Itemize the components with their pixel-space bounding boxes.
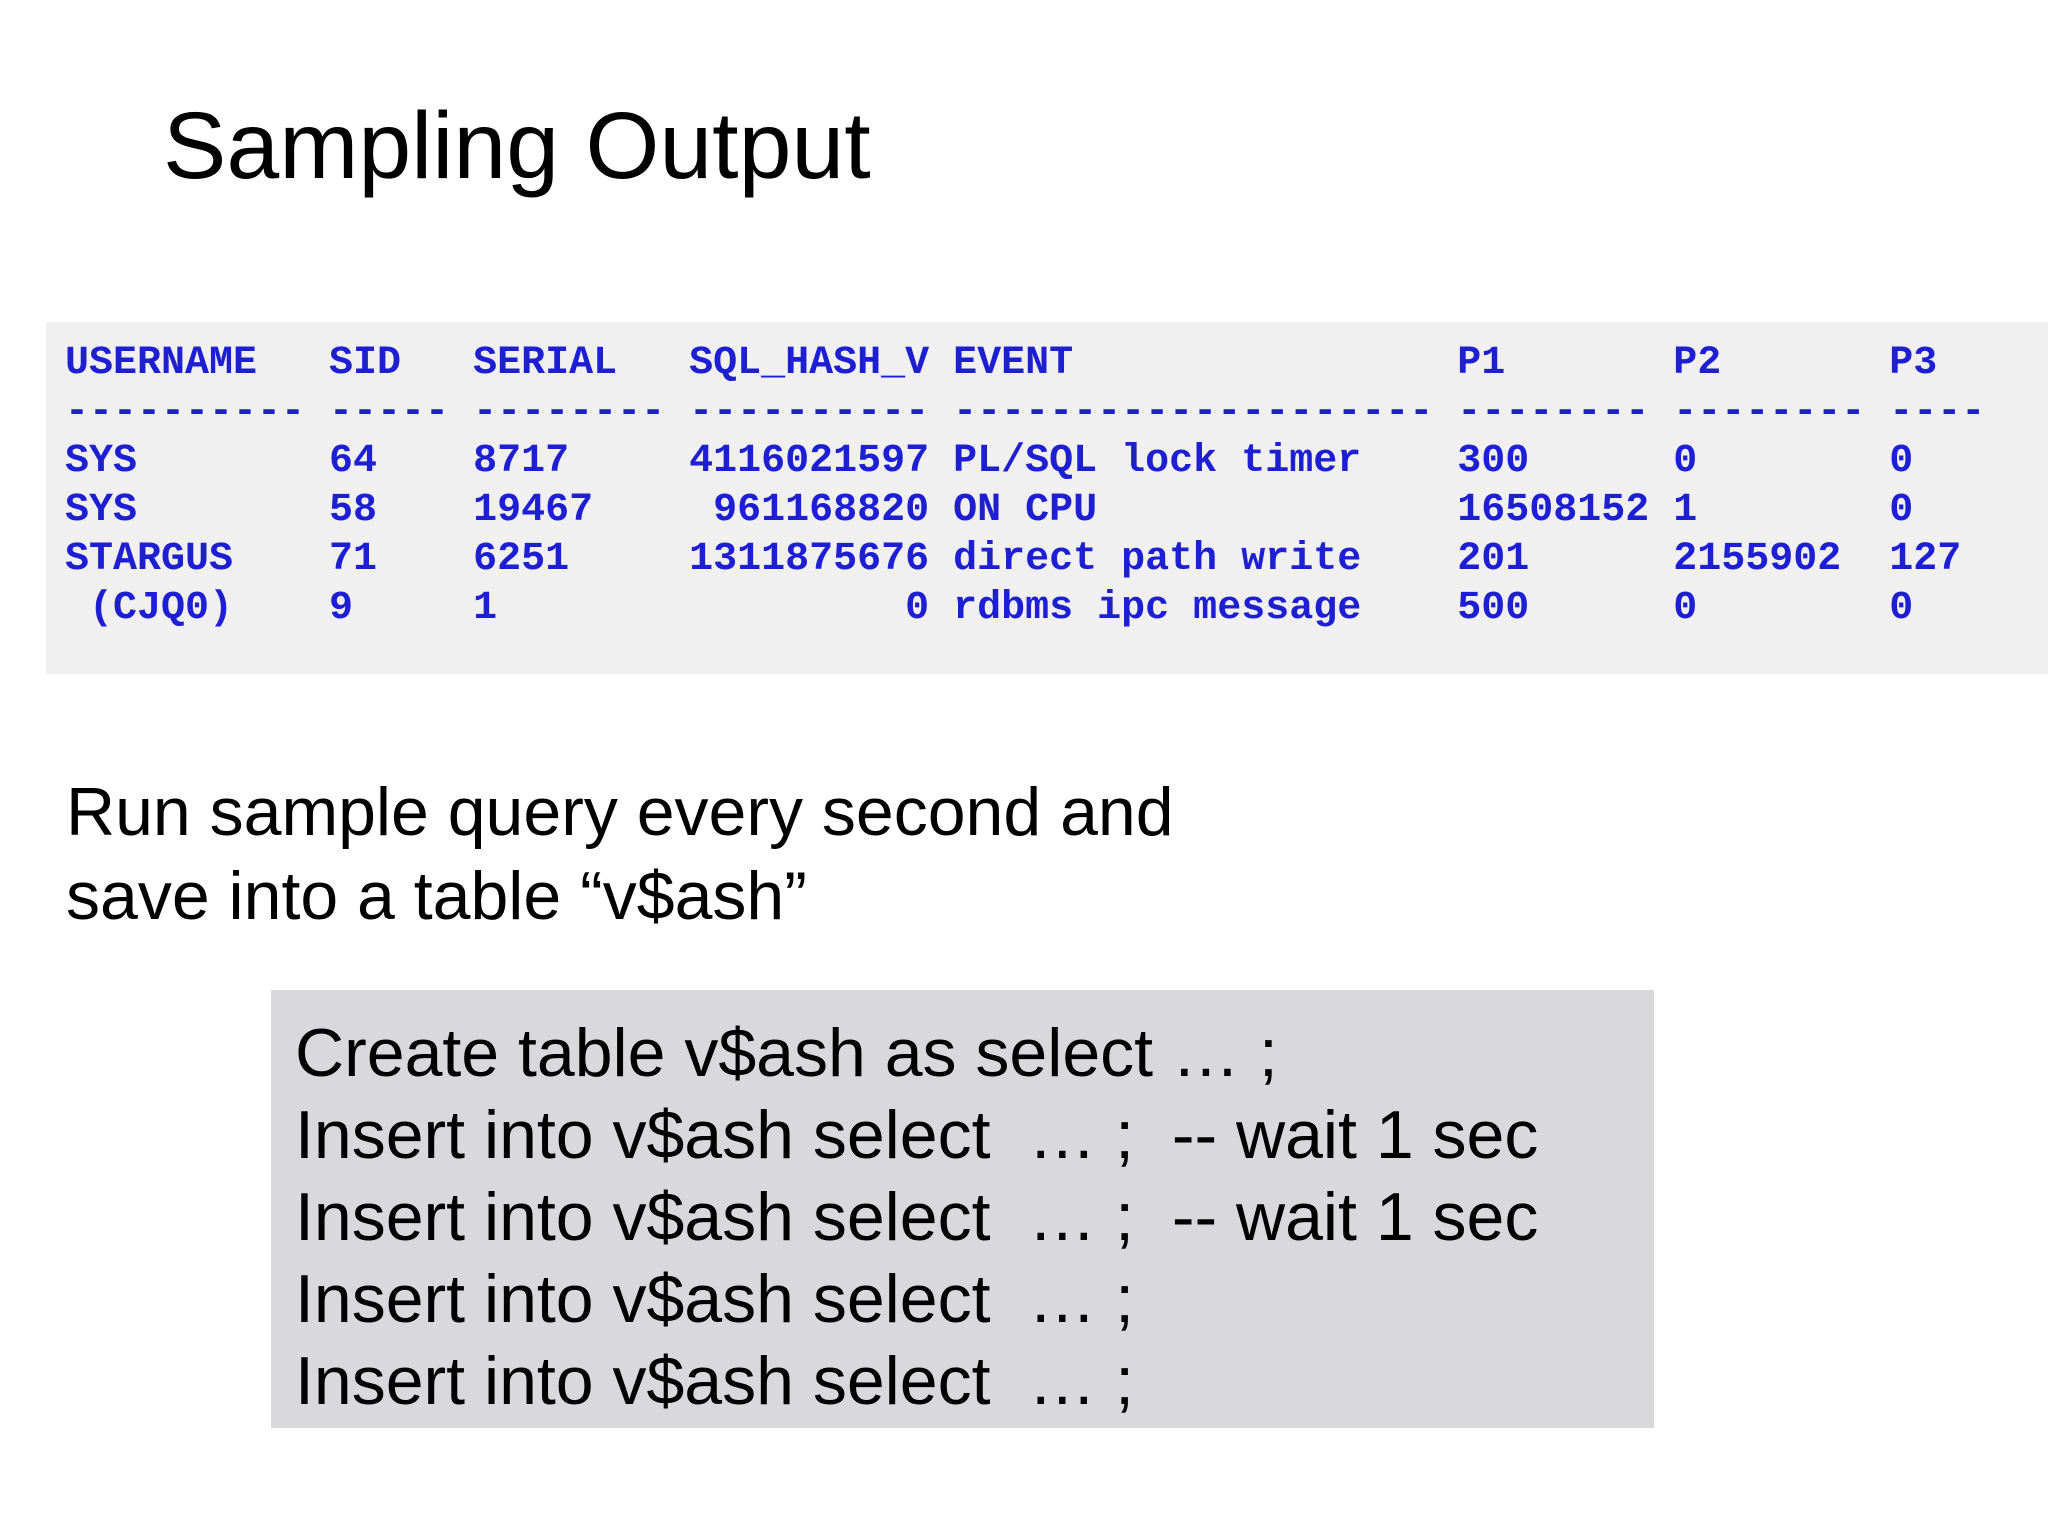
code-line: Insert into v$ash select … ;: [295, 1261, 1135, 1337]
output-row: SYS 58 19467 961168820 ON CPU 16508152 1…: [65, 488, 1914, 533]
caption-text: Run sample query every second and save i…: [66, 770, 1174, 938]
caption-line-2: save into a table “v$ash”: [66, 858, 807, 934]
page-title: Sampling Output: [163, 93, 871, 199]
output-row: SYS 64 8717 4116021597 PL/SQL lock timer…: [65, 439, 1914, 484]
sql-code-box: Create table v$ash as select … ; Insert …: [271, 990, 1654, 1428]
code-line: Create table v$ash as select … ;: [295, 1015, 1278, 1091]
output-row: (CJQ0) 9 1 0 rdbms ipc message 500 0 0: [65, 586, 1914, 631]
caption-line-1: Run sample query every second and: [66, 774, 1174, 850]
code-line: Insert into v$ash select … ; -- wait 1 s…: [295, 1097, 1539, 1173]
code-line: Insert into v$ash select … ;: [295, 1343, 1135, 1419]
output-divider-line: ---------- ----- -------- ---------- ---…: [65, 390, 1986, 435]
output-row: STARGUS 71 6251 1311875676 direct path w…: [65, 537, 1962, 582]
query-output-panel: USERNAME SID SERIAL SQL_HASH_V EVENT P1 …: [46, 322, 2048, 674]
code-line: Insert into v$ash select … ; -- wait 1 s…: [295, 1179, 1539, 1255]
output-header-line: USERNAME SID SERIAL SQL_HASH_V EVENT P1 …: [65, 341, 1938, 386]
